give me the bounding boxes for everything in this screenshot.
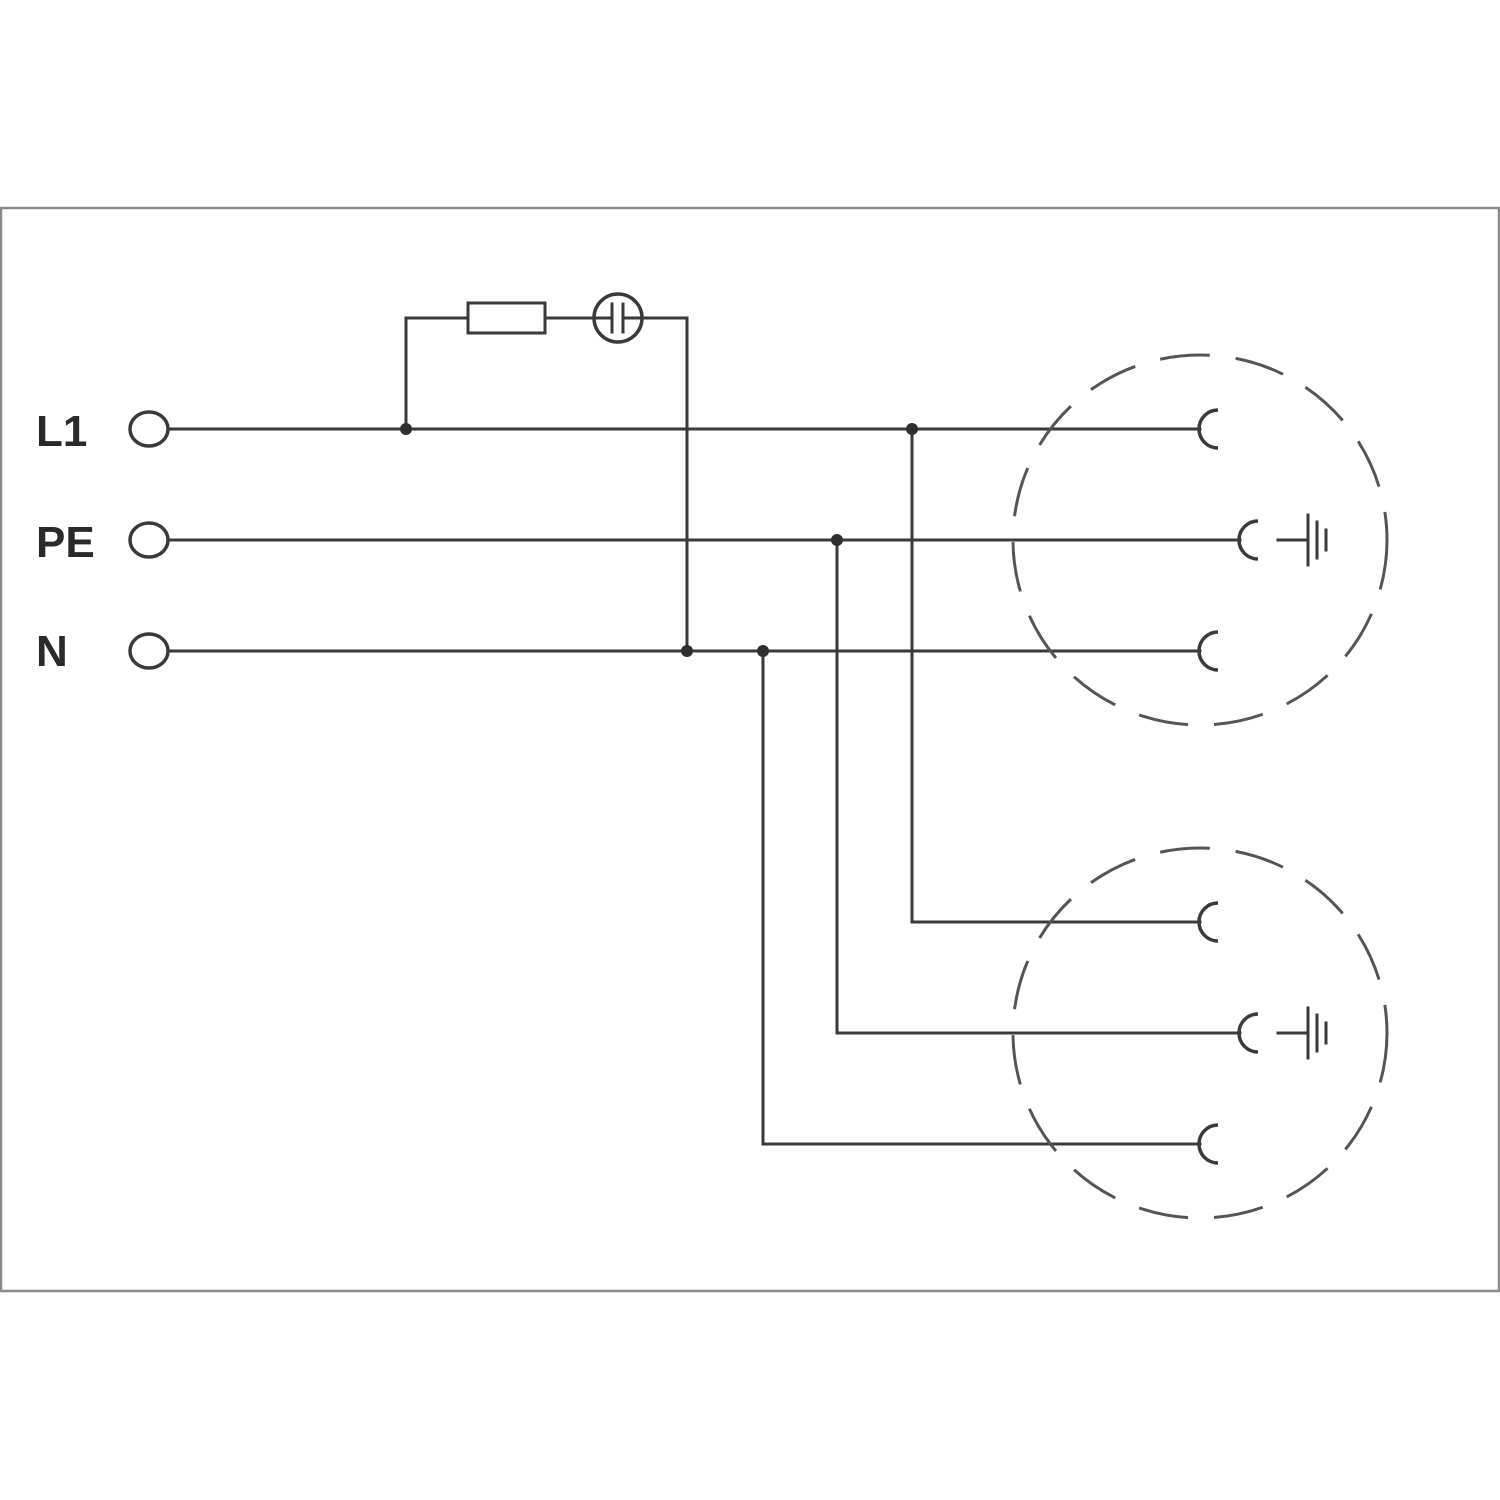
junction-node: [906, 423, 918, 435]
earth-icon: [1276, 1006, 1328, 1060]
l1-drop-outlet-2: [910, 427, 1202, 924]
socket-outline: [1011, 353, 1389, 727]
contact-n: [1197, 630, 1219, 672]
indicator-branch-left: [404, 316, 470, 431]
indicator-branch-right: [640, 316, 689, 653]
label-pe: PE: [36, 518, 95, 567]
contact-l1: [1197, 901, 1219, 943]
contact-l1: [1197, 408, 1219, 450]
contact-pe: [1237, 519, 1259, 561]
label-n: N: [36, 627, 68, 676]
terminal-l1: [128, 410, 170, 448]
socket-outline: [1011, 846, 1389, 1220]
diagram-frame: [0, 206, 1500, 1293]
n-drop-outlet-2: [761, 649, 1202, 1146]
glow-lamp: [592, 292, 644, 344]
earth-icon: [1276, 513, 1328, 567]
terminal-n: [128, 632, 170, 670]
junction-node: [757, 645, 769, 657]
socket-outlet-2: [1011, 846, 1389, 1220]
junction-node: [681, 645, 693, 657]
label-l1: L1: [36, 407, 87, 456]
contact-pe: [1237, 1012, 1259, 1054]
terminal-pe: [128, 521, 170, 559]
junction-node: [400, 423, 412, 435]
socket-outlet-1: [1011, 353, 1389, 727]
junction-node: [831, 534, 843, 546]
resistor: [466, 301, 547, 335]
pe-drop-outlet-2: [835, 538, 1242, 1035]
contact-n: [1197, 1123, 1219, 1165]
